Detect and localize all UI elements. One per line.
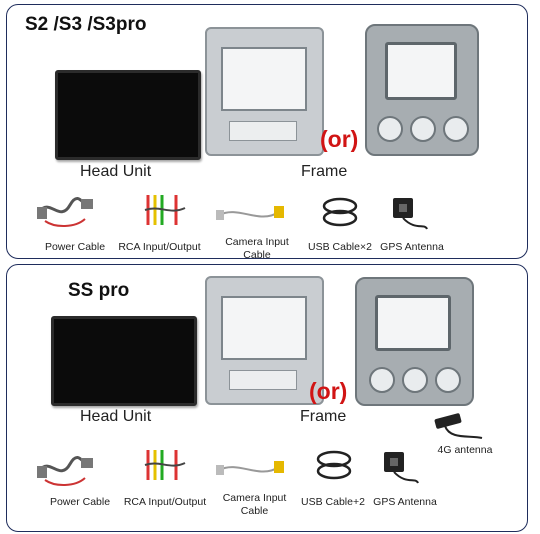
frame-label: Frame — [301, 163, 348, 180]
accessory-label: USB Cable×2 — [308, 241, 372, 253]
frame-image-b — [365, 24, 479, 156]
head-unit-label: Head Unit — [80, 408, 152, 425]
accessory-label: GPS Antenna — [380, 241, 444, 253]
rca-cable-image — [144, 195, 186, 225]
head-unit-label: Head Unit — [80, 163, 152, 180]
rca-cable-image — [144, 450, 186, 480]
usb-cable-image — [316, 450, 352, 480]
section-title: S2 /S3 /S3pro — [25, 14, 147, 35]
gps-antenna-image — [393, 198, 428, 230]
accessory-label: Power Cable — [44, 241, 106, 253]
accessory-label: Camera Input Cable — [225, 236, 289, 261]
accessory-label: 4G antenna — [437, 444, 493, 456]
4g-antenna-image — [434, 413, 483, 439]
accessory-label: GPS Antenna — [373, 496, 437, 508]
camera-cable-image — [216, 461, 284, 475]
or-label: (or) — [309, 378, 348, 404]
accessory-label: RCA Input/Output — [123, 496, 207, 508]
frame-image-a — [205, 27, 324, 156]
head-unit-image — [55, 70, 201, 160]
accessory-label: Camera Input Cable — [222, 492, 287, 517]
section-title: SS pro — [68, 280, 130, 301]
or-label: (or) — [320, 126, 359, 152]
gps-antenna-image — [384, 452, 419, 484]
accessory-label: RCA Input/Output — [118, 241, 201, 253]
power-cable-image — [37, 197, 93, 227]
power-cable-image — [37, 456, 93, 486]
usb-cable-image — [322, 197, 358, 227]
frame-label: Frame — [300, 408, 347, 425]
head-unit-image — [51, 316, 197, 406]
accessory-label: Power Cable — [49, 496, 111, 508]
accessory-label: USB Cable+2 — [301, 496, 365, 508]
frame-image-a — [205, 276, 324, 405]
frame-image-b — [355, 277, 474, 406]
camera-cable-image — [216, 206, 284, 220]
